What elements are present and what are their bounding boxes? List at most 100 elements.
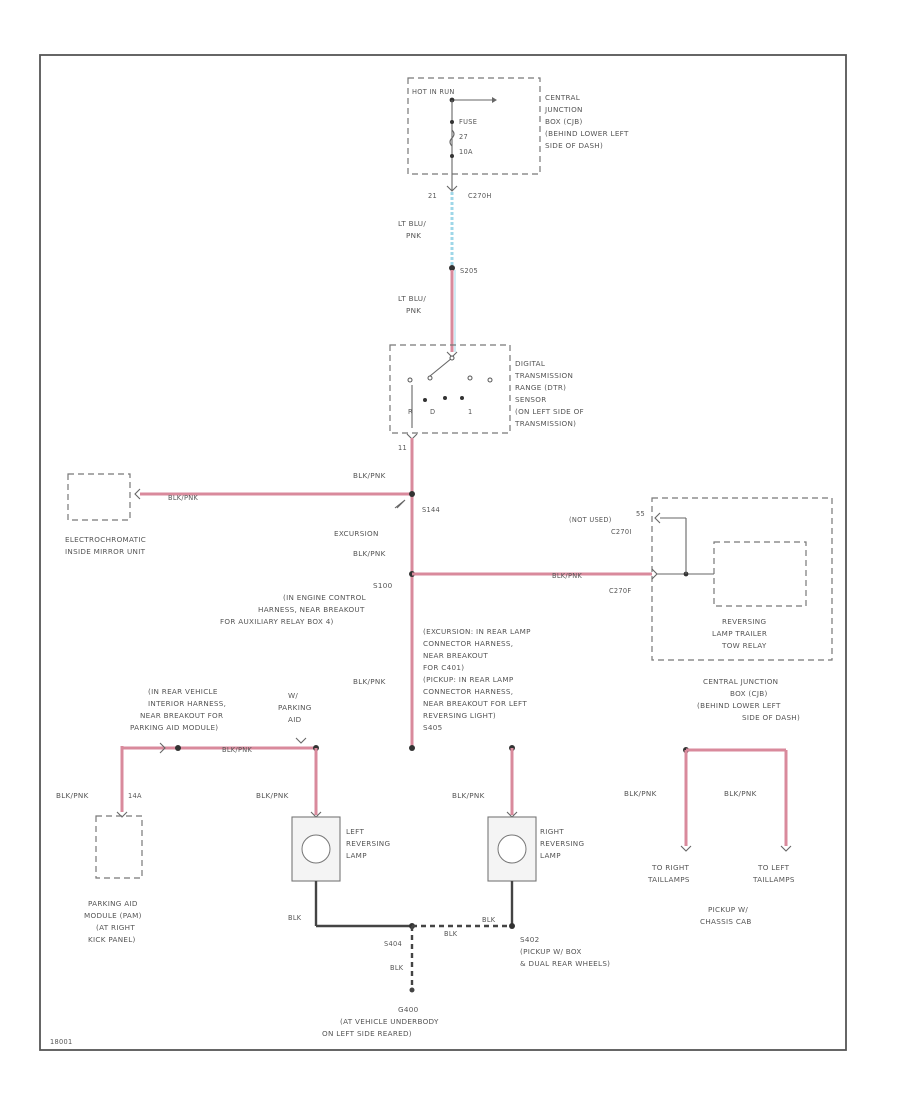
pam-label-2: MODULE (PAM) [84,911,142,920]
excursion-note-5: (PICKUP: IN REAR LAMP [423,675,514,684]
taillamp-wire-label-2: BLK/PNK [724,789,757,798]
pickup-label-1: PICKUP W/ [708,905,748,914]
connector-c270f-icon [651,568,658,580]
dtr-mark-3: 1 [468,408,473,416]
blk-right-label: BLK [482,916,496,924]
connector-taillamp-left-icon [780,845,792,852]
mirror-label-2: INSIDE MIRROR UNIT [65,547,146,556]
rv-label-2: INTERIOR HARNESS, [148,699,226,708]
blk-down-label: BLK [390,964,404,972]
dtr-label-1: DIGITAL [515,359,545,368]
dtr-sensor-box [389,344,511,434]
splice-s405 [409,745,415,751]
blk-left-label: BLK [288,914,302,922]
dtr-switch-pivot [449,355,455,361]
c270h-label: C270H [468,192,492,200]
cjb-bottom-label-2: BOX (CJB) [730,689,768,698]
fuse-node-2 [450,154,454,158]
splice-s205 [449,265,455,271]
fuse-label-2: 27 [459,133,468,141]
relay-label-1: REVERSING [722,617,766,626]
right-lamp-bulb-icon [497,834,527,864]
left-lamp-wire-label: BLK/PNK [256,791,289,800]
excursion-note-4: FOR C401) [423,663,464,672]
cjb-top-box [407,77,541,175]
dtr-mark-2: D [430,408,435,416]
splice-s144-node [409,491,415,497]
ground-g400-icon [409,987,415,993]
excursion-arrow-icon [394,499,406,509]
wire1-label-2: PNK [406,231,421,240]
cjb-top-label-3: BOX (CJB) [545,117,583,126]
diagram-code: 18001 [50,1038,72,1046]
cjb-top-label-2: JUNCTION [544,105,583,114]
pam-box [95,815,143,879]
mirror-label-1: ELECTROCHROMATIC [65,535,146,544]
to-left-taillamps-label: TAILLAMPS [752,875,795,884]
c270i-label: C270I [611,528,632,536]
cjb-top-label-1: CENTRAL [545,93,580,102]
cjb-top-label-4: (BEHIND LOWER LEFT [545,129,629,138]
cjb-bottom-label-3: (BEHIND LOWER LEFT [697,701,781,710]
wire1-label-1: LT BLU/ [398,219,426,228]
s100-label-2: (IN ENGINE CONTROL [283,593,366,602]
rv-label-1: (IN REAR VEHICLE [148,687,218,696]
excursion-note-8: REVERSING LIGHT) [423,711,496,720]
s100-label-1: S100 [373,581,393,590]
dtr-label-4: SENSOR [515,395,547,404]
pin-11-label: 11 [398,444,407,452]
dtr-contact-3 [467,375,473,381]
trunk-label-2: BLK/PNK [353,549,386,558]
fuse-icon [449,129,455,147]
cjb-top-label-5: SIDE OF DASH) [545,141,603,150]
fuse-label-3: 10A [459,148,473,156]
pam-label-4: KICK PANEL) [88,935,136,944]
g400-label-2: (AT VEHICLE UNDERBODY [340,1017,439,1026]
wp-label-3: AID [288,715,302,724]
pin-21-label: 21 [428,192,437,200]
diagram-frame [39,54,847,1051]
excursion-note-1: (EXCURSION: IN REAR LAMP [423,627,531,636]
dtr-mark-1: R [408,408,413,416]
wire2-label-2: PNK [406,306,421,315]
connector-c270i-icon [654,512,661,524]
pam-label-1: PARKING AID [88,899,138,908]
dtr-contact-2 [427,375,433,381]
dtr-label-3: RANGE (DTR) [515,383,566,392]
connector-mirror-icon [134,488,141,500]
to-right-label: TO RIGHT [651,863,690,872]
connector-taillamp-right-icon [680,845,692,852]
dtr-contact-1 [407,377,413,383]
cjb-bottom-label-4: SIDE OF DASH) [742,713,800,722]
connector-c270h-icon [446,185,458,192]
excursion-note-3: NEAR BREAKOUT [423,651,488,660]
pickup-label-2: CHASSIS CAB [700,917,752,926]
to-right-taillamps-label: TAILLAMPS [647,875,690,884]
excursion-note-7: NEAR BREAKOUT FOR LEFT [423,699,527,708]
dtr-label-5: (ON LEFT SIDE OF [515,407,584,416]
mirror-box [67,473,131,521]
splice-rv [175,745,181,751]
relay-label-2: LAMP TRAILER [712,629,767,638]
g400-label-3: ON LEFT SIDE REARED) [322,1029,412,1038]
excursion-note-2: CONNECTOR HARNESS, [423,639,513,648]
dtr-contact-4 [487,377,493,383]
connector-rv-icon [159,742,166,754]
taillamp-wire-label-1: BLK/PNK [624,789,657,798]
left-lamp-label-2: REVERSING [346,839,390,848]
s404-label: S404 [384,940,402,948]
fuse-node-1 [450,120,454,124]
s402-label-3: & DUAL REAR WHEELS) [520,959,610,968]
wp-label-2: PARKING [278,703,312,712]
dtr-contact-7 [460,396,464,400]
dtr-contact-6 [443,396,447,400]
not-used-label: (NOT USED) [569,516,612,524]
cjb-bottom-label-1: CENTRAL JUNCTION [703,677,778,686]
splice-s402 [509,923,515,929]
wire2-label-1: LT BLU/ [398,294,426,303]
dtr-contact-5 [423,398,427,402]
pin-55-label: 55 [636,510,645,518]
excursion-note-6: CONNECTOR HARNESS, [423,687,513,696]
pam-wire-label: BLK/PNK [56,791,89,800]
